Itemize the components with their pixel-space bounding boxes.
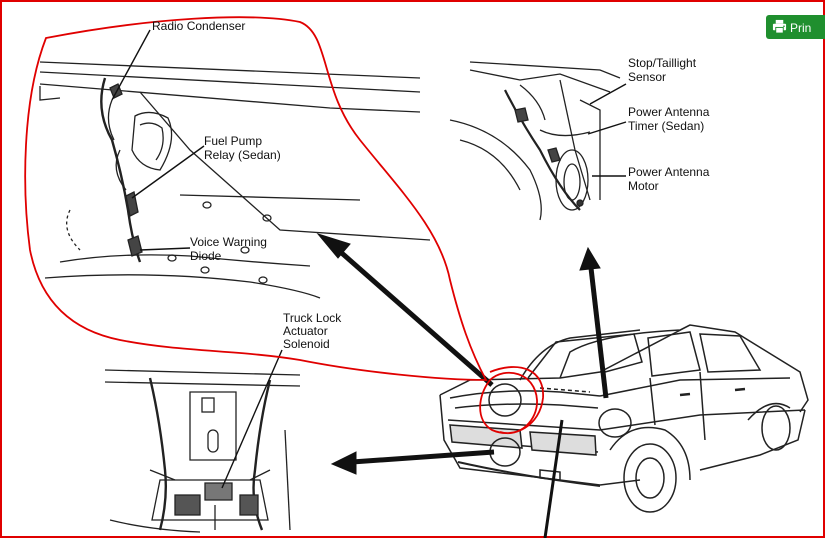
label-power-antenna-motor-line1: Power Antenna — [628, 165, 710, 179]
sedan-car — [439, 324, 809, 513]
label-truck-lock-line3: Solenoid — [283, 337, 330, 351]
red-outline-loop — [24, 16, 488, 381]
print-label: Prin — [790, 21, 812, 35]
trunk-lid-detail — [39, 61, 431, 299]
frame-bottom — [0, 536, 825, 538]
label-power-antenna-timer-line1: Power Antenna — [628, 105, 710, 119]
arrow-to-antenna-detail — [579, 246, 601, 271]
arrow-to-top-left-detail — [316, 233, 351, 259]
bottom-left-leaders — [221, 349, 283, 489]
label-power-antenna-motor-line2: Motor — [628, 179, 659, 193]
frame-right — [823, 0, 825, 538]
label-radio-condenser: Radio Condenser — [152, 19, 245, 33]
label-stop-taillight-sensor-line1: Stop/Taillight — [628, 56, 697, 70]
label-truck-lock-line1: Truck Lock — [283, 311, 342, 325]
print-button[interactable]: Prin — [766, 15, 825, 39]
antenna-detail — [449, 61, 621, 221]
printer-icon — [772, 19, 787, 34]
label-stop-taillight-sensor-line2: Sensor — [628, 70, 666, 84]
callout-labels: Radio Condenser Fuel Pump Relay (Sedan) … — [152, 19, 710, 351]
label-fuel-pump-relay-line2: Relay (Sedan) — [204, 148, 281, 162]
label-fuel-pump-relay-line1: Fuel Pump — [204, 134, 262, 148]
pointer-arrows — [316, 233, 609, 538]
red-circle-scribble — [479, 366, 544, 435]
label-voice-warning-diode-line2: Diode — [190, 249, 222, 263]
frame-top — [0, 0, 825, 2]
red-annotations — [24, 16, 544, 435]
arrow-to-trunk-lock-detail — [330, 451, 357, 475]
frame-left — [0, 0, 2, 538]
label-truck-lock-line2: Actuator — [283, 324, 328, 338]
label-voice-warning-diode-line1: Voice Warning — [190, 235, 267, 249]
top-right-leaders — [587, 83, 627, 177]
trunk-lock-detail — [104, 369, 301, 533]
label-power-antenna-timer-line2: Timer (Sedan) — [628, 119, 704, 133]
top-left-leaders — [111, 29, 205, 251]
